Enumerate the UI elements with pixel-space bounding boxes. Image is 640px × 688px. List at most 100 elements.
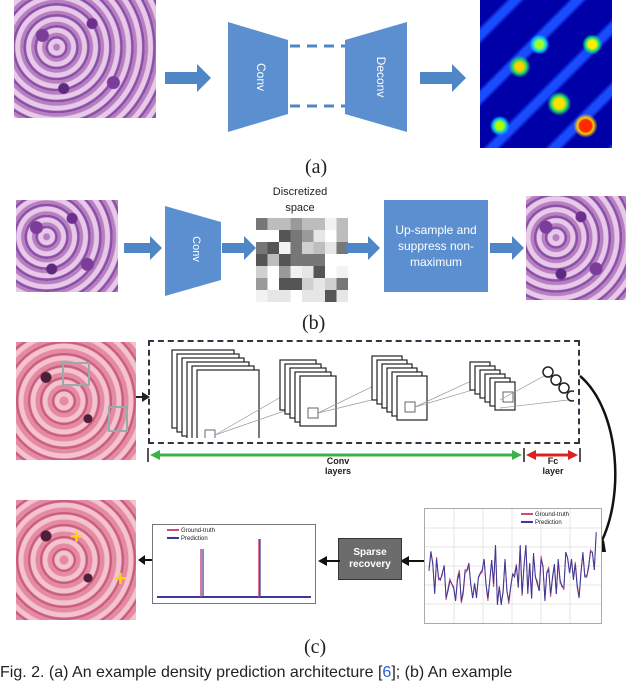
- fc-node: [558, 382, 570, 394]
- arrow-a1: [165, 64, 211, 92]
- grid-cell: [290, 218, 302, 230]
- decoder-block: [345, 22, 407, 132]
- grid-cell: [302, 218, 314, 230]
- density-map-output: [480, 0, 612, 148]
- grid-cell: [279, 218, 291, 230]
- grid-cell: [336, 254, 348, 266]
- detection-marker-2: +: [114, 566, 127, 591]
- connection-line: [499, 399, 569, 409]
- arrow-signal-to-sparse: [400, 556, 424, 566]
- grid-cell: [279, 242, 291, 254]
- conv-layers-label: Conv layers: [324, 456, 352, 476]
- fc-node: [542, 366, 554, 378]
- grid-cell: [302, 230, 314, 242]
- input-histology-image-a: [14, 0, 156, 118]
- discretized-space-grid: [256, 218, 348, 302]
- caption-a: (a): [305, 156, 328, 178]
- arrow-b1: [124, 236, 162, 260]
- grid-cell: [325, 218, 337, 230]
- fc-node: [550, 374, 562, 386]
- feature-map: [196, 369, 260, 438]
- grid-cell: [256, 230, 268, 242]
- cnn-layers-diagram: [171, 349, 574, 438]
- grid-cell: [313, 218, 325, 230]
- input-histology-image-c: [16, 342, 136, 460]
- grid-cell: [267, 254, 279, 266]
- output-histology-image-c: [16, 500, 136, 620]
- grid-cell: [290, 242, 302, 254]
- caption-c: (c): [304, 636, 327, 658]
- skip-connection-lines: [290, 44, 345, 108]
- sparse-legend-gt: Ground-truth: [167, 527, 215, 535]
- grid-cell: [325, 230, 337, 242]
- grid-cell: [313, 290, 325, 302]
- signal-lines: [425, 509, 601, 623]
- signal-legend-pred: Prediction: [521, 519, 569, 527]
- grid-cell: [290, 266, 302, 278]
- sparse-recovery-block: Sparse recovery: [338, 538, 402, 580]
- decoder-label: Deconv: [374, 56, 388, 98]
- sparse-recovery-plot: Ground-truth Prediction: [152, 524, 316, 604]
- grid-cell: [302, 290, 314, 302]
- reference-link[interactable]: 6: [382, 664, 392, 681]
- grid-cell: [302, 242, 314, 254]
- grid-cell: [256, 218, 268, 230]
- grid-cell: [279, 278, 291, 290]
- kernel-box: [502, 391, 514, 403]
- signal-legend: Ground-truth Prediction: [521, 511, 569, 527]
- grid-cell: [256, 266, 268, 278]
- prediction-line: [428, 531, 597, 606]
- encoder-block: [228, 22, 288, 132]
- grid-cell: [336, 266, 348, 278]
- upsample-suppress-block: Up-sample and suppress non-maximum: [384, 200, 488, 292]
- grid-cell: [336, 290, 348, 302]
- grid-cell: [267, 278, 279, 290]
- grid-cell: [256, 242, 268, 254]
- encoder-label: Conv: [254, 62, 268, 91]
- conv-block-b: [165, 206, 221, 296]
- fc-layer-label: Fc layer: [542, 456, 564, 476]
- grid-cell: [279, 254, 291, 266]
- grid-cell: [325, 254, 337, 266]
- patch-marker-2: [108, 406, 128, 432]
- fc-node: [566, 390, 574, 402]
- grid-cell: [313, 254, 325, 266]
- arrow-a2: [420, 64, 466, 92]
- feature-map: [494, 381, 516, 411]
- figure-caption: Fig. 2. (a) An example density predictio…: [0, 664, 513, 681]
- grid-cell: [290, 290, 302, 302]
- arrow-plot-to-image: [138, 555, 152, 565]
- feature-map: [396, 375, 428, 421]
- grid-cell: [279, 230, 291, 242]
- sparse-recovery-label: Sparse recovery: [349, 547, 391, 570]
- discretized-space-label: Discretized space: [272, 186, 328, 214]
- input-histology-image-b: [16, 200, 118, 292]
- signal-legend-gt: Ground-truth: [521, 511, 569, 519]
- grid-cell: [302, 278, 314, 290]
- sparse-legend-pred: Prediction: [167, 535, 215, 543]
- grid-cell: [313, 230, 325, 242]
- grid-cell: [336, 242, 348, 254]
- network-frame: [148, 340, 580, 444]
- grid-cell: [279, 290, 291, 302]
- conv-label-b: Conv: [190, 236, 202, 262]
- grid-cell: [313, 242, 325, 254]
- grid-cell: [290, 254, 302, 266]
- grid-cell: [302, 266, 314, 278]
- grid-cell: [313, 278, 325, 290]
- grid-cell: [336, 218, 348, 230]
- grid-cell: [325, 290, 337, 302]
- grid-cell: [267, 242, 279, 254]
- arrow-sparse-to-plot: [318, 556, 340, 566]
- patch-marker-1: [62, 362, 90, 386]
- fc-layer-span-arrow: [526, 448, 581, 462]
- grid-cell: [256, 254, 268, 266]
- grid-cell: [325, 242, 337, 254]
- grid-cell: [256, 278, 268, 290]
- upsample-suppress-label: Up-sample and suppress non-maximum: [395, 223, 477, 269]
- grid-cell: [267, 218, 279, 230]
- grid-cell: [336, 278, 348, 290]
- grid-cell: [302, 254, 314, 266]
- arrow-b4: [490, 236, 524, 260]
- grid-cell: [290, 278, 302, 290]
